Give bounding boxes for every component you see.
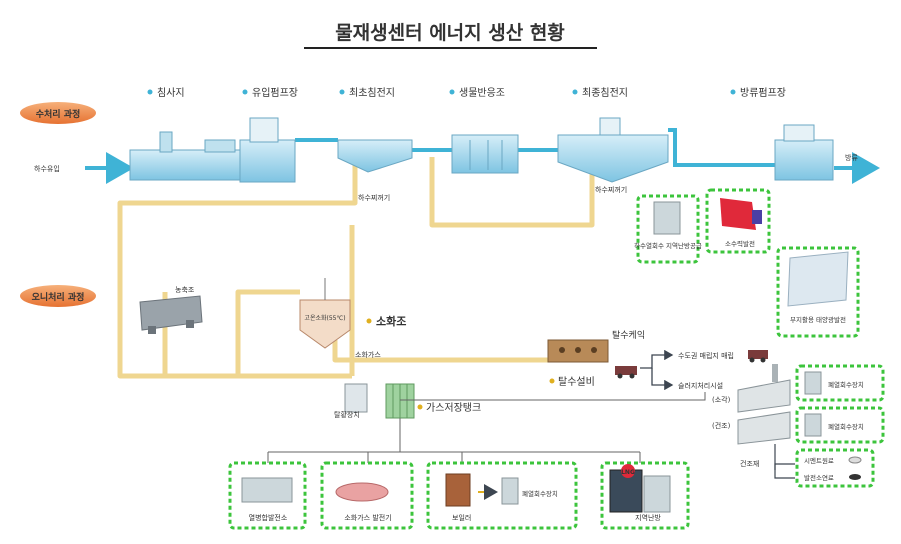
- stage-label: 침사지: [157, 87, 185, 99]
- sewage-sludge-label-2: 하수찌꺼기: [595, 185, 627, 194]
- small-hydro-box: 소수력발전: [705, 188, 771, 254]
- sludge-phase-label: 오니처리 과정: [32, 291, 85, 303]
- inflow-label: 하수유입: [34, 164, 60, 173]
- gas-tank-label: 가스저장탱크: [426, 402, 481, 414]
- primary-clarifier: [337, 139, 413, 173]
- dry-material-arrow: [774, 463, 795, 479]
- dewatering-equipment: [547, 339, 609, 363]
- district-heating-box: LNG 지역난방: [600, 461, 690, 530]
- sludge-pipes: [117, 157, 595, 379]
- boiler-heat-label: 폐열회수장치: [522, 489, 558, 498]
- drying-label: (건조): [712, 421, 731, 430]
- solar-box: 부지활용 태양광발전: [776, 246, 860, 338]
- district-heating-label: 지역난방: [635, 513, 661, 522]
- digester-inner-label: 고온소화(55℃): [304, 315, 345, 322]
- desulfurizer-label: 탈황장치: [334, 410, 360, 419]
- sludge-phase-badge: 오니처리 과정: [20, 285, 96, 307]
- cement-label: 시멘트원료: [804, 456, 834, 465]
- recycle-box: 시멘트원료 발전소연료: [795, 448, 875, 488]
- page-title: 물재생센터 에너지 생산 현황: [335, 21, 565, 44]
- gas-storage-tank: [385, 383, 415, 419]
- heat-pump-box: 하수열회수 지역난방공급: [634, 194, 702, 264]
- water-phase-label: 수처리 과정: [36, 108, 81, 120]
- stage-label: 최초침전지: [349, 87, 395, 99]
- boiler-label: 보일러: [452, 513, 471, 522]
- dry-material-label: 건조재: [740, 459, 759, 468]
- digester: 고온소화(55℃): [299, 278, 351, 349]
- cake-truck-icon: [615, 366, 637, 379]
- desulfurizer: [344, 383, 368, 413]
- small-hydro-label: 소수력발전: [725, 239, 755, 248]
- power-fuel-label: 발전소연료: [804, 473, 834, 482]
- gas-generator-box: 소화가스 발전기: [320, 461, 414, 530]
- sewage-sludge-label-1: 하수찌꺼기: [358, 193, 390, 202]
- stage-label: 생물반응조: [459, 87, 505, 99]
- water-phase-badge: 수처리 과정: [20, 102, 96, 124]
- waste-heat-label-1: 폐열회수장치: [828, 380, 864, 389]
- effluent-pump-station: [774, 124, 834, 181]
- digester-label: 소화조: [376, 314, 406, 328]
- lng-badge: LNG: [621, 469, 635, 476]
- stage-label: 방류펌프장: [740, 87, 786, 99]
- return-line: [400, 392, 706, 401]
- inflow-pump-station: [239, 117, 296, 183]
- stage-labels: 침사지 유입펌프장 최초침전지 생물반응조 최종침전지 방류펌프장: [147, 86, 786, 99]
- incineration-label: (소각): [712, 396, 731, 404]
- stage-label: 유입펌프장: [252, 86, 298, 99]
- landfill-truck-icon: [748, 350, 768, 363]
- bioreactor: [451, 134, 519, 174]
- waste-heat-label-2: 폐열회수장치: [828, 422, 864, 431]
- landfill-label: 수도권 매립지 매립: [678, 351, 734, 360]
- digest-gas-label: 소화가스: [355, 350, 381, 359]
- boiler-box: 보일러 폐열회수장치: [426, 461, 578, 530]
- grit-chamber: [129, 131, 241, 181]
- gas-generator-label: 소화가스 발전기: [344, 513, 391, 522]
- waste-heat-box-1: 폐열회수장치: [795, 364, 885, 402]
- final-clarifier: [557, 117, 669, 183]
- thickener: [139, 295, 203, 334]
- disposal-arrows: [640, 349, 674, 391]
- waste-heat-box-2: 폐열회수장치: [795, 406, 885, 444]
- solar-label: 부지활용 태양광발전: [790, 315, 846, 324]
- sludge-facility-label: 슬러지처리시설: [678, 381, 723, 390]
- water-pipes: [295, 128, 775, 167]
- stage-label: 최종침전지: [582, 87, 628, 99]
- dryer-building: [737, 411, 791, 445]
- chp-label: 열병합발전소: [249, 513, 288, 522]
- heat-pump-label: 하수열회수 지역난방공급: [634, 241, 702, 250]
- dewater-cake-label: 탈수케익: [612, 329, 645, 341]
- incinerator-building: [737, 364, 791, 413]
- chp-box: 열병합발전소: [228, 461, 307, 530]
- thickener-label: 농축조: [175, 285, 195, 294]
- outflow-label: 방류: [845, 153, 858, 162]
- dewater-equipment-label: 탈수설비: [558, 375, 595, 388]
